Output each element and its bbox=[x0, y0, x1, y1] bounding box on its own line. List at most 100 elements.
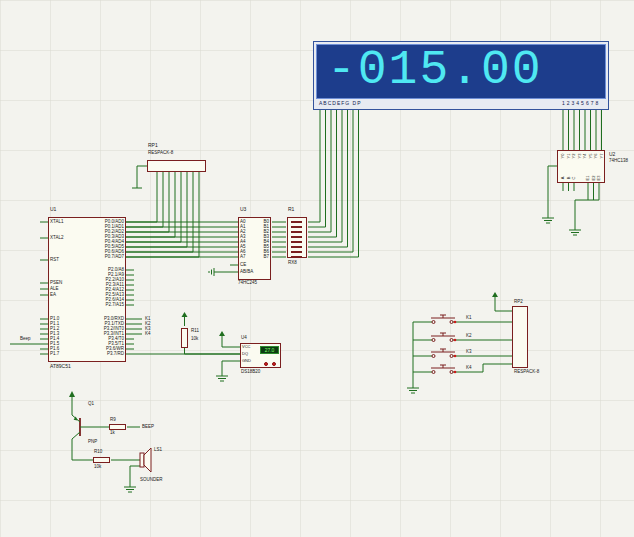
pin-name: P1.3 bbox=[50, 332, 59, 337]
pin-name: P2.5/A13 bbox=[105, 293, 124, 298]
component-body bbox=[93, 457, 110, 463]
wire bbox=[308, 110, 337, 237]
pin-name: P3.2/INT0 bbox=[104, 327, 124, 332]
wire bbox=[126, 172, 163, 227]
button-contact bbox=[450, 339, 453, 342]
button-symbol bbox=[431, 365, 455, 368]
pin-name: VCC bbox=[242, 345, 250, 349]
part-value: 10k bbox=[94, 465, 101, 470]
sounder-symbol: LS1SOUNDER bbox=[136, 444, 172, 482]
pin-name: B2 bbox=[263, 230, 269, 235]
pin-name: A4 bbox=[240, 240, 246, 245]
part-ref: U4 bbox=[241, 336, 247, 341]
resistor-symbol: R11 10k bbox=[181, 326, 205, 348]
part-ref: Q1 bbox=[88, 402, 94, 407]
pin-name: A0 bbox=[240, 220, 246, 225]
wire bbox=[126, 172, 193, 252]
sounder-body bbox=[140, 453, 144, 467]
pin-name: A3 bbox=[240, 235, 246, 240]
wire bbox=[272, 227, 286, 228]
wire bbox=[272, 237, 286, 238]
button-wires bbox=[407, 322, 432, 393]
resistor-pack: RP1RESPACK-8 bbox=[145, 142, 208, 172]
part-ref: U2 bbox=[609, 152, 615, 157]
pin-name: P2.4/A12 bbox=[105, 288, 124, 293]
net-label: K1 bbox=[145, 317, 151, 322]
pin-name: P0.0/AD0 bbox=[105, 220, 124, 225]
pin-name: B bbox=[567, 176, 571, 179]
pin-name: A5 bbox=[240, 245, 246, 250]
pin-name: P2.2/A10 bbox=[105, 278, 124, 283]
part-type: 74HC138 bbox=[609, 159, 628, 164]
pin-stubs bbox=[40, 222, 48, 354]
pin-name: P3.7/RD bbox=[107, 352, 124, 357]
part-ref: R11 bbox=[191, 329, 199, 334]
wire bbox=[596, 110, 597, 150]
ground-wire bbox=[216, 361, 240, 381]
pin-state-dot bbox=[454, 321, 457, 324]
pin-name: A6 bbox=[240, 250, 246, 255]
power-arrow bbox=[182, 312, 188, 317]
pin-name: E3 bbox=[597, 175, 601, 180]
part-ref: LS1 bbox=[154, 448, 162, 453]
button-symbol bbox=[431, 333, 455, 336]
net-wire bbox=[127, 427, 140, 428]
part-value: 10k bbox=[191, 337, 198, 342]
wire bbox=[272, 257, 286, 258]
pin-name: P1.7 bbox=[50, 352, 59, 357]
sensor-button bbox=[272, 362, 276, 366]
net-label: K1 bbox=[466, 316, 472, 321]
resistor-element bbox=[291, 226, 302, 229]
component-body bbox=[181, 328, 188, 348]
wire bbox=[601, 110, 602, 150]
pin-name: P2.6/A14 bbox=[105, 298, 124, 303]
bus-transceiver: U374HC245A0A1A2A3A4A5A6A7CEAB/BAB0B1B2B3… bbox=[238, 207, 272, 290]
seven-segment-display: -015.00ABCDEFG DP12345678 bbox=[313, 41, 609, 110]
part-type: RESPACK-8 bbox=[148, 151, 173, 156]
resistor-element bbox=[291, 231, 302, 234]
pin-name: P0.3/AD3 bbox=[105, 235, 124, 240]
pin-name: Y2 bbox=[572, 154, 576, 159]
wire bbox=[126, 172, 169, 232]
pin-name: P0.4/AD4 bbox=[105, 240, 124, 245]
pin-name: P0.1/AD1 bbox=[105, 225, 124, 230]
ground-wire bbox=[124, 466, 140, 492]
button-contact bbox=[450, 321, 453, 324]
wire bbox=[272, 252, 286, 253]
digit-pin-labels: 12345678 bbox=[562, 101, 600, 106]
pin-name: Y6 bbox=[594, 154, 598, 159]
power-wire bbox=[222, 336, 240, 347]
net-label: K2 bbox=[466, 334, 472, 339]
pin-name: A bbox=[561, 176, 565, 179]
wire bbox=[272, 247, 286, 248]
pin-name: P3.0/RXD bbox=[104, 317, 124, 322]
button-symbol bbox=[431, 315, 455, 318]
wire bbox=[574, 110, 575, 150]
pin-name: P1.4 bbox=[50, 337, 59, 342]
pin-stubs bbox=[563, 183, 599, 235]
pin-name: A2 bbox=[240, 230, 246, 235]
wire bbox=[126, 172, 157, 222]
wire bbox=[308, 110, 342, 242]
pin-name: P1.6 bbox=[50, 347, 59, 352]
button-contact bbox=[450, 355, 453, 358]
pin-name: Y1 bbox=[567, 154, 571, 159]
pin-name: GND bbox=[242, 359, 251, 363]
pin-name: P3.6/WR bbox=[106, 347, 124, 352]
pin-name: P2.0/A8 bbox=[108, 268, 124, 273]
pin-name: P0.5/AD5 bbox=[105, 245, 124, 250]
part-value: 1k bbox=[110, 431, 115, 436]
wire bbox=[272, 222, 286, 223]
pin-name: XTAL2 bbox=[50, 236, 63, 241]
pin-name: B3 bbox=[263, 235, 269, 240]
wire bbox=[111, 460, 136, 461]
pin-name: P1.2 bbox=[50, 327, 59, 332]
transistor-symbol bbox=[72, 397, 104, 448]
pin-name: P3.1/TXD bbox=[104, 322, 124, 327]
wire bbox=[568, 110, 569, 150]
pin-name: Y0 bbox=[561, 154, 565, 159]
wire bbox=[126, 172, 181, 242]
wire bbox=[72, 448, 93, 460]
pin-name: P0.7/AD7 bbox=[105, 255, 124, 260]
